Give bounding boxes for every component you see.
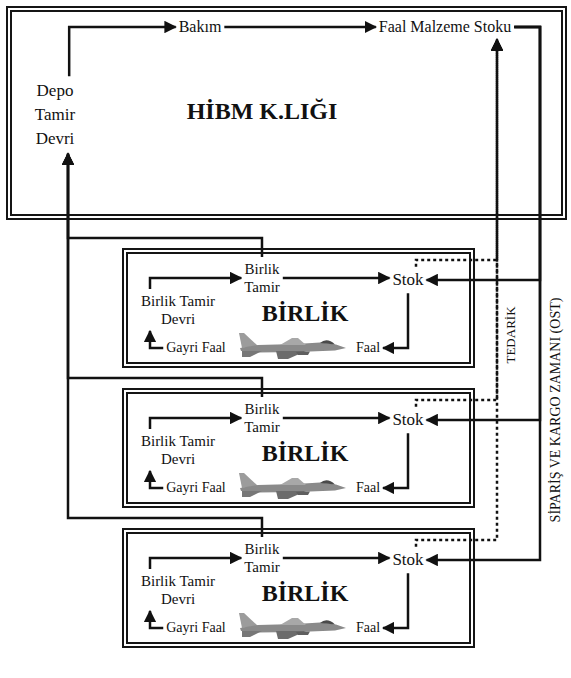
step-label: Birlik Tamir Devri bbox=[133, 432, 223, 468]
process-step: Depo Tamir Devri bbox=[35, 79, 75, 150]
supply-arrow bbox=[416, 40, 497, 547]
flow-arrow bbox=[68, 154, 262, 397]
step-label: Gayri Faal bbox=[166, 620, 225, 637]
flow-arrow bbox=[150, 558, 241, 569]
status-label: Faal bbox=[356, 620, 380, 637]
process-step: Birlik Tamir bbox=[244, 400, 280, 436]
flow-arrow bbox=[150, 418, 241, 429]
stock-point: Stok bbox=[392, 270, 423, 290]
box-title: BİRLİK bbox=[262, 300, 349, 328]
process-step: Bakım bbox=[179, 17, 222, 36]
unit-box: BİRLİK Birlik Tamir Devri Birlik Tamir Stok… bbox=[122, 248, 475, 368]
command-box: HİBM K.LIĞI Depo Tamir Devri Bakım Faal Mal… bbox=[6, 6, 567, 220]
flow-arrow bbox=[283, 417, 390, 420]
stock-point: Stok bbox=[392, 550, 423, 570]
stock-point: Faal Malzeme Stoku bbox=[379, 17, 511, 36]
step-label: Depo Tamir Devri bbox=[35, 79, 75, 150]
flow-arrow bbox=[383, 433, 408, 488]
process-step: Birlik Tamir bbox=[244, 260, 280, 296]
flow-arrow bbox=[68, 154, 262, 257]
unit-box: BİRLİK Birlik Tamir Devri Birlik Tamir Stok… bbox=[122, 528, 475, 648]
flow-arrow bbox=[427, 27, 540, 560]
flow-arrow bbox=[427, 27, 540, 280]
aircraft-illustration bbox=[239, 613, 346, 639]
aircraft-illustration bbox=[239, 333, 346, 359]
flow-arrow bbox=[69, 27, 175, 76]
box-title: BİRLİK bbox=[262, 440, 349, 468]
step-label: Faal bbox=[356, 620, 380, 637]
status-label: Gayri Faal bbox=[166, 620, 225, 637]
step-label: Stok bbox=[392, 410, 423, 430]
status-label: Faal bbox=[356, 340, 380, 357]
step-label: Gayri Faal bbox=[166, 340, 225, 357]
step-label: Birlik Tamir Devri bbox=[133, 572, 223, 608]
flow-arrow bbox=[427, 27, 540, 420]
status-label: Faal bbox=[356, 480, 380, 497]
flow-arrow bbox=[283, 557, 390, 560]
flow-arrow bbox=[68, 154, 262, 537]
process-step: Birlik Tamir Devri bbox=[133, 572, 223, 608]
vertical-label: TEDARİK bbox=[504, 306, 518, 363]
flow-arrow bbox=[150, 611, 163, 628]
status-label: Gayri Faal bbox=[166, 340, 225, 357]
step-label: Birlik Tamir Devri bbox=[133, 292, 223, 328]
flow-arrow bbox=[383, 573, 408, 628]
flow-arrow bbox=[224, 26, 375, 29]
unit-box: BİRLİK Birlik Tamir Devri Birlik Tamir Stok… bbox=[122, 388, 475, 508]
flow-arrow bbox=[283, 277, 390, 280]
step-label: Faal Malzeme Stoku bbox=[379, 17, 511, 36]
flow-arrow bbox=[150, 331, 163, 348]
aircraft-illustration bbox=[239, 473, 346, 499]
flow-arrow bbox=[150, 278, 241, 289]
step-label: Stok bbox=[392, 550, 423, 570]
step-label: Birlik Tamir bbox=[244, 400, 280, 436]
step-label: Faal bbox=[356, 480, 380, 497]
step-label: Bakım bbox=[179, 17, 222, 36]
step-label: Faal bbox=[356, 340, 380, 357]
box-title: BİRLİK bbox=[262, 580, 349, 608]
process-step: Birlik Tamir Devri bbox=[133, 432, 223, 468]
flow-arrow bbox=[150, 471, 163, 488]
process-step: Birlik Tamir bbox=[244, 540, 280, 576]
box-title: HİBM K.LIĞI bbox=[187, 98, 338, 126]
process-step: Birlik Tamir Devri bbox=[133, 292, 223, 328]
supply-arrow bbox=[416, 40, 497, 267]
step-label: Birlik Tamir bbox=[244, 260, 280, 296]
status-label: Gayri Faal bbox=[166, 480, 225, 497]
step-label: Birlik Tamir bbox=[244, 540, 280, 576]
step-label: Stok bbox=[392, 270, 423, 290]
stock-point: Stok bbox=[392, 410, 423, 430]
step-label: Gayri Faal bbox=[166, 480, 225, 497]
flow-arrow bbox=[383, 293, 408, 348]
vertical-label: SİPARİŞ VE KARGO ZAMANI (OST) bbox=[548, 298, 563, 523]
supply-arrow bbox=[416, 40, 497, 407]
